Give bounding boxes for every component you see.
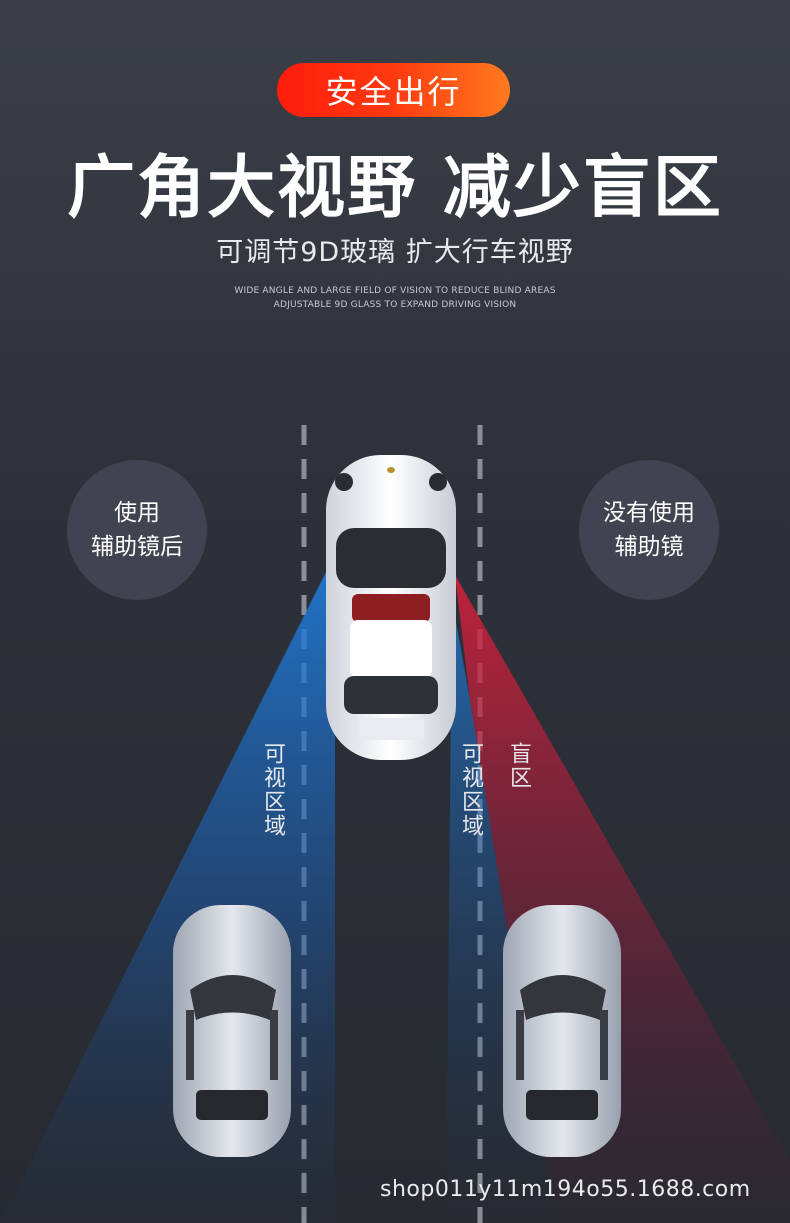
headline: 广角大视野 减少盲区 bbox=[67, 149, 723, 228]
without-mirror-circle: 没有使用 辅助镜 bbox=[579, 460, 719, 600]
with-mirror-line-1: 使用 bbox=[114, 500, 160, 526]
main-car bbox=[326, 455, 456, 760]
without-mirror-line-1: 没有使用 bbox=[603, 500, 695, 526]
with-mirror-circle: 使用 辅助镜后 bbox=[67, 460, 207, 600]
subline: 可调节9D玻璃 扩大行车视野 bbox=[216, 237, 574, 268]
without-mirror-line-2: 辅助镜 bbox=[614, 534, 684, 560]
badge-label: 安全出行 bbox=[325, 73, 462, 111]
english-line-2: ADJUSTABLE 9D GLASS TO EXPAND DRIVING VI… bbox=[273, 300, 517, 310]
visible-zone-label-left: 可视区域 bbox=[260, 742, 285, 838]
with-mirror-line-2: 辅助镜后 bbox=[91, 534, 183, 560]
english-line-1: WIDE ANGLE AND LARGE FIELD OF VISION TO … bbox=[234, 286, 556, 296]
safety-badge: 安全出行 bbox=[277, 63, 510, 117]
rear-car-left bbox=[173, 905, 291, 1157]
blind-zone-label: 盲区 bbox=[506, 742, 531, 790]
shop-watermark: shop011y11m194o55.1688.com bbox=[380, 1177, 751, 1202]
rear-car-right bbox=[503, 905, 621, 1157]
visible-zone-label-right: 可视区域 bbox=[458, 742, 483, 838]
